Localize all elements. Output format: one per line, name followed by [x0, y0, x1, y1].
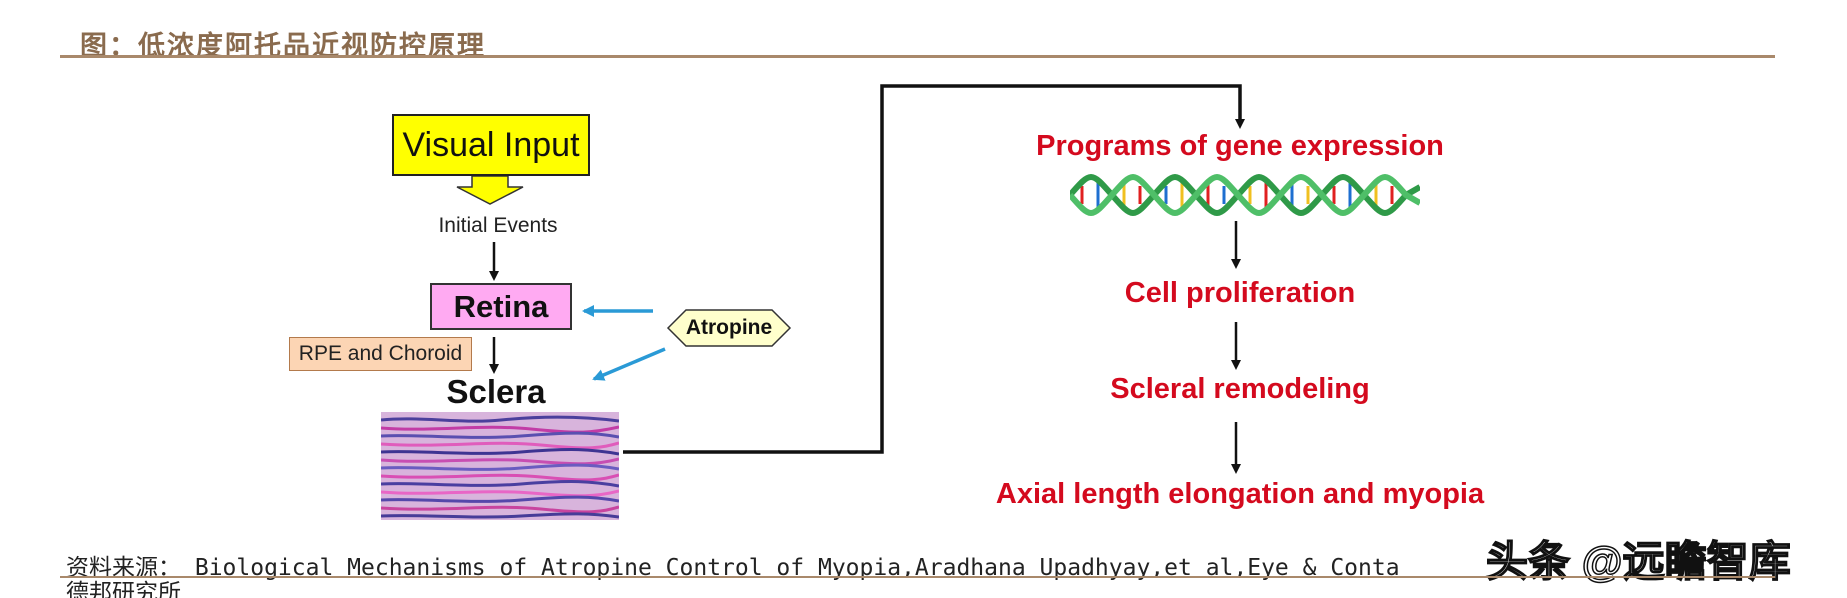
gene-expression-label: Programs of gene expression	[1036, 130, 1444, 162]
retina-box: Retina	[430, 283, 572, 330]
watermark: 头条 @远瞻智库	[1485, 537, 1791, 586]
footer-divider	[60, 576, 1775, 578]
atropine-to-sclera-arrow	[592, 347, 666, 381]
rpe-choroid-box: RPE and Choroid	[289, 337, 472, 371]
visual-input-down-arrow	[456, 175, 524, 205]
source-institution: 德邦研究所	[66, 580, 181, 598]
cell-proliferation-label: Cell proliferation	[1124, 277, 1356, 309]
title-divider	[60, 55, 1775, 58]
sclera-tissue-image	[381, 412, 619, 520]
scleral-remodeling-label: Scleral remodeling	[1110, 373, 1370, 405]
initial-events-label: Initial Events	[438, 214, 558, 237]
dna-helix-icon	[1070, 174, 1420, 216]
sclera-label: Sclera	[446, 373, 546, 410]
atropine-label: Atropine	[685, 316, 773, 339]
axial-elongation-label: Axial length elongation and myopia	[995, 478, 1485, 510]
atropine-hexagon	[666, 309, 792, 347]
sclera-to-gene-connector	[623, 84, 1245, 454]
visual-input-box: Visual Input	[392, 114, 590, 176]
